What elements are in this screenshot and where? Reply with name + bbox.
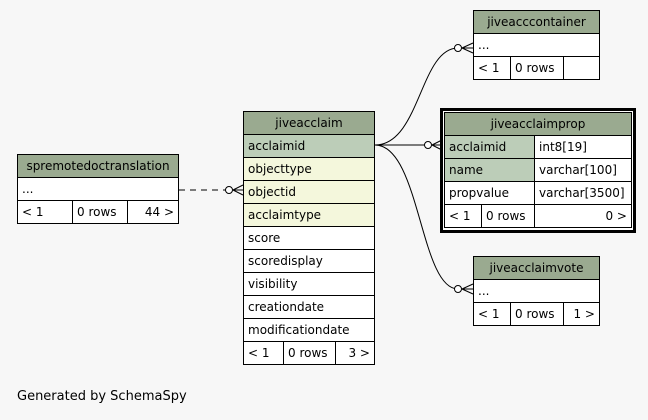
child-count: 0 > xyxy=(534,204,632,228)
column-row: ... xyxy=(17,177,179,201)
table-jiveacccontainer[interactable]: jiveacccontainer ... < 1 0 rows xyxy=(473,10,600,80)
parent-count: < 1 xyxy=(17,200,73,224)
generated-by-footer: Generated by SchemaSpy xyxy=(17,389,187,404)
column-type: varchar[3500] xyxy=(534,181,632,205)
table-title[interactable]: jiveacclaimvote xyxy=(473,256,600,280)
child-count xyxy=(563,56,600,80)
edge-end-circle xyxy=(424,141,432,149)
row-count: 0 rows xyxy=(72,200,128,224)
parent-count: < 1 xyxy=(243,341,284,365)
column-creationdate: creationdate xyxy=(243,295,375,319)
column-scoredisplay: scoredisplay xyxy=(243,249,375,273)
edge-jiveacclaim-jiveacclaimvote xyxy=(374,144,459,290)
column-modificationdate: modificationdate xyxy=(243,318,375,342)
parent-count: < 1 xyxy=(473,56,511,80)
column-visibility: visibility xyxy=(243,272,375,296)
row-count: 0 rows xyxy=(510,302,564,326)
column-objecttype: objecttype xyxy=(243,157,375,181)
table-title[interactable]: jiveacclaim xyxy=(243,111,375,135)
column-propvalue: propvalue xyxy=(444,181,535,205)
child-count: 3 > xyxy=(335,341,375,365)
column-name: name xyxy=(444,158,535,182)
column-score: score xyxy=(243,226,375,250)
edge-crowfoot xyxy=(232,184,244,196)
row-count: 0 rows xyxy=(481,204,535,228)
edge-end-circle xyxy=(454,285,462,293)
column-row: ... xyxy=(473,279,600,303)
edge-crowfoot xyxy=(461,42,474,54)
table-jiveacclaimprop[interactable]: jiveacclaimprop acclaimid int8[19] name … xyxy=(444,112,632,228)
table-title[interactable]: spremotedoctranslation xyxy=(17,154,179,178)
column-acclaimid: acclaimid xyxy=(444,135,535,159)
parent-count: < 1 xyxy=(444,204,482,228)
table-jiveacclaimprop-frame[interactable]: jiveacclaimprop acclaimid int8[19] name … xyxy=(440,108,636,233)
column-acclaimid: acclaimid xyxy=(243,134,375,158)
table-title[interactable]: jiveacclaimprop xyxy=(444,112,632,136)
edge-jiveacclaim-jiveacccontainer xyxy=(374,47,459,146)
child-count: 1 > xyxy=(563,302,600,326)
parent-count: < 1 xyxy=(473,302,511,326)
column-row: ... xyxy=(473,33,600,57)
table-title[interactable]: jiveacccontainer xyxy=(473,10,600,34)
column-objectid: objectid xyxy=(243,180,375,204)
column-type: int8[19] xyxy=(534,135,632,159)
table-jiveacclaimvote[interactable]: jiveacclaimvote ... < 1 0 rows 1 > xyxy=(473,256,600,326)
edge-end-circle xyxy=(225,186,233,194)
column-acclaimtype: acclaimtype xyxy=(243,203,375,227)
table-jiveacclaim[interactable]: jiveacclaim acclaimid objecttype objecti… xyxy=(243,111,375,365)
row-count: 0 rows xyxy=(510,56,564,80)
edge-crowfoot xyxy=(461,283,474,295)
row-count: 0 rows xyxy=(283,341,336,365)
edge-end-circle xyxy=(454,44,462,52)
child-count: 44 > xyxy=(127,200,179,224)
column-type: varchar[100] xyxy=(534,158,632,182)
table-spremotedoctranslation[interactable]: spremotedoctranslation ... < 1 0 rows 44… xyxy=(17,154,179,224)
